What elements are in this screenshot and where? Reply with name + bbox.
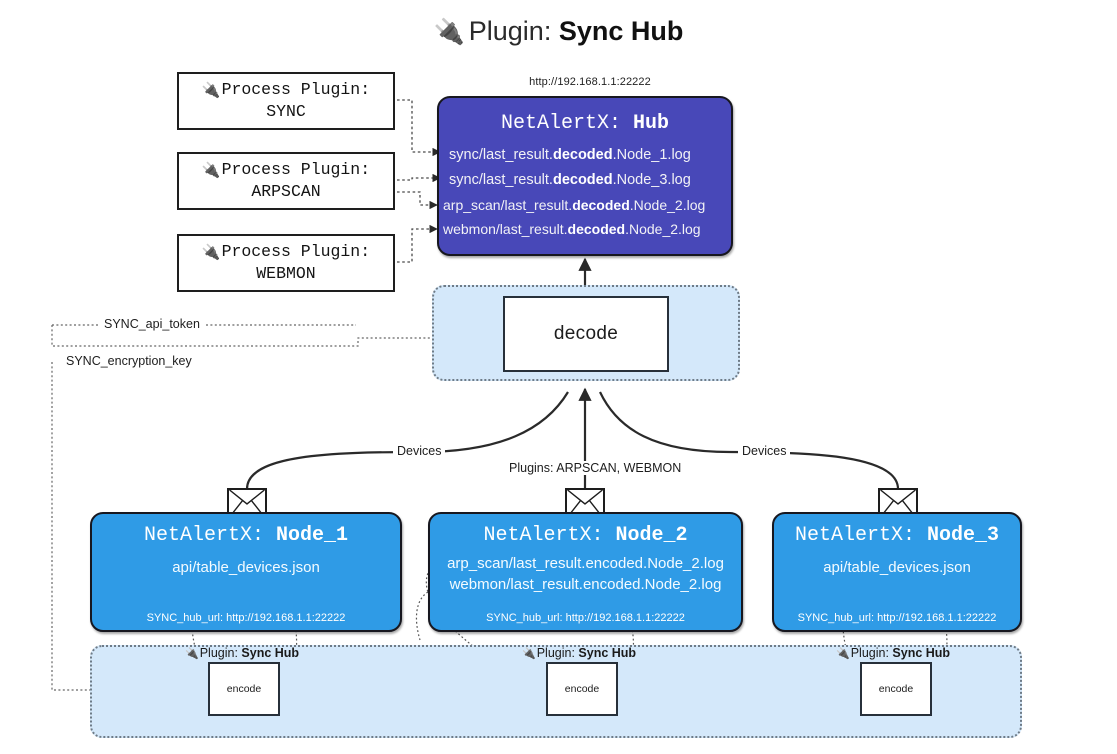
hub-log-line: sync/last_result.decoded.Node_1.log (449, 147, 691, 163)
edge-label-devices-right: Devices (738, 444, 791, 458)
process-plugin-label: Process Plugin: (221, 241, 371, 261)
plugin-label-node-2: 🔌Plugin: Sync Hub (522, 646, 637, 660)
hub-title-name: Hub (633, 112, 670, 135)
process-plugin-name: SYNC (266, 102, 306, 121)
node-hub-url: SYNC_hub_url: http://192.168.1.1:22222 (146, 612, 346, 624)
process-plugin-arpscan[interactable]: 🔌Process Plugin: ARPSCAN (177, 152, 395, 210)
edge-label-sync-encryption-key: SYNC_encryption_key (62, 354, 196, 368)
plug-icon: 🔌 (185, 648, 199, 660)
hub-node[interactable]: NetAlertX: Hub sync/last_result.decoded.… (437, 96, 733, 256)
page-title-prefix: Plugin: (468, 16, 552, 46)
hub-url-label: http://192.168.1.1:22222 (529, 76, 651, 88)
process-plugin-sync[interactable]: 🔌Process Plugin: SYNC (177, 72, 395, 130)
node-path: api/table_devices.json (823, 559, 971, 576)
process-plugin-label: Process Plugin: (221, 79, 371, 99)
encode-box-node-3[interactable]: encode (860, 662, 932, 716)
node-path: webmon/last_result.encoded.Node_2.log (449, 576, 722, 593)
plug-icon: 🔌 (836, 648, 850, 660)
edge-label-sync-api-token: SYNC_api_token (100, 317, 204, 331)
encode-box-node-2[interactable]: encode (546, 662, 618, 716)
plugin-label-node-1: 🔌Plugin: Sync Hub (185, 646, 300, 660)
hub-title-prefix: NetAlertX: (500, 112, 621, 135)
hub-log-line: webmon/last_result.decoded.Node_2.log (443, 220, 701, 237)
node-title: NetAlertX: Node_1 (143, 524, 349, 547)
node-title: NetAlertX: Node_2 (483, 524, 688, 547)
node-hub-url: SYNC_hub_url: http://192.168.1.1:22222 (486, 612, 685, 624)
node-box-node-3[interactable]: NetAlertX: Node_3 api/table_devices.json… (772, 512, 1022, 632)
node-hub-url: SYNC_hub_url: http://192.168.1.1:22222 (797, 612, 997, 624)
node-title: NetAlertX: Node_3 (794, 524, 1000, 547)
hub-log-line: arp_scan/last_result.decoded.Node_2.log (443, 196, 706, 213)
node-box-node-1[interactable]: NetAlertX: Node_1 api/table_devices.json… (90, 512, 402, 632)
edge-label-plugins-center: Plugins: ARPSCAN, WEBMON (505, 461, 686, 475)
process-plugin-name: WEBMON (256, 264, 316, 283)
page-title: 🔌Plugin: Sync Hub (0, 16, 1117, 47)
process-plugin-label: Process Plugin: (221, 159, 371, 179)
plug-icon: 🔌 (201, 80, 221, 99)
edge-label-devices-left: Devices (393, 444, 446, 458)
plug-icon: 🔌 (201, 242, 221, 261)
process-plugin-webmon[interactable]: 🔌Process Plugin: WEBMON (177, 234, 395, 292)
page-title-name: Sync Hub (558, 16, 684, 46)
process-plugin-name: ARPSCAN (251, 182, 321, 201)
plug-icon: 🔌 (201, 160, 221, 179)
hub-log-line: sync/last_result.decoded.Node_3.log (449, 171, 691, 188)
node-path: arp_scan/last_result.encoded.Node_2.log (447, 555, 724, 572)
node-box-node-2[interactable]: NetAlertX: Node_2 arp_scan/last_result.e… (428, 512, 743, 632)
plug-icon: 🔌 (522, 648, 536, 660)
hub-title: NetAlertX: Hub (439, 112, 731, 135)
decode-box[interactable]: decode (503, 296, 669, 372)
plugin-label-node-3: 🔌Plugin: Sync Hub (836, 646, 951, 660)
node-path: api/table_devices.json (172, 559, 320, 576)
encode-box-node-1[interactable]: encode (208, 662, 280, 716)
plug-icon: 🔌 (433, 18, 465, 46)
